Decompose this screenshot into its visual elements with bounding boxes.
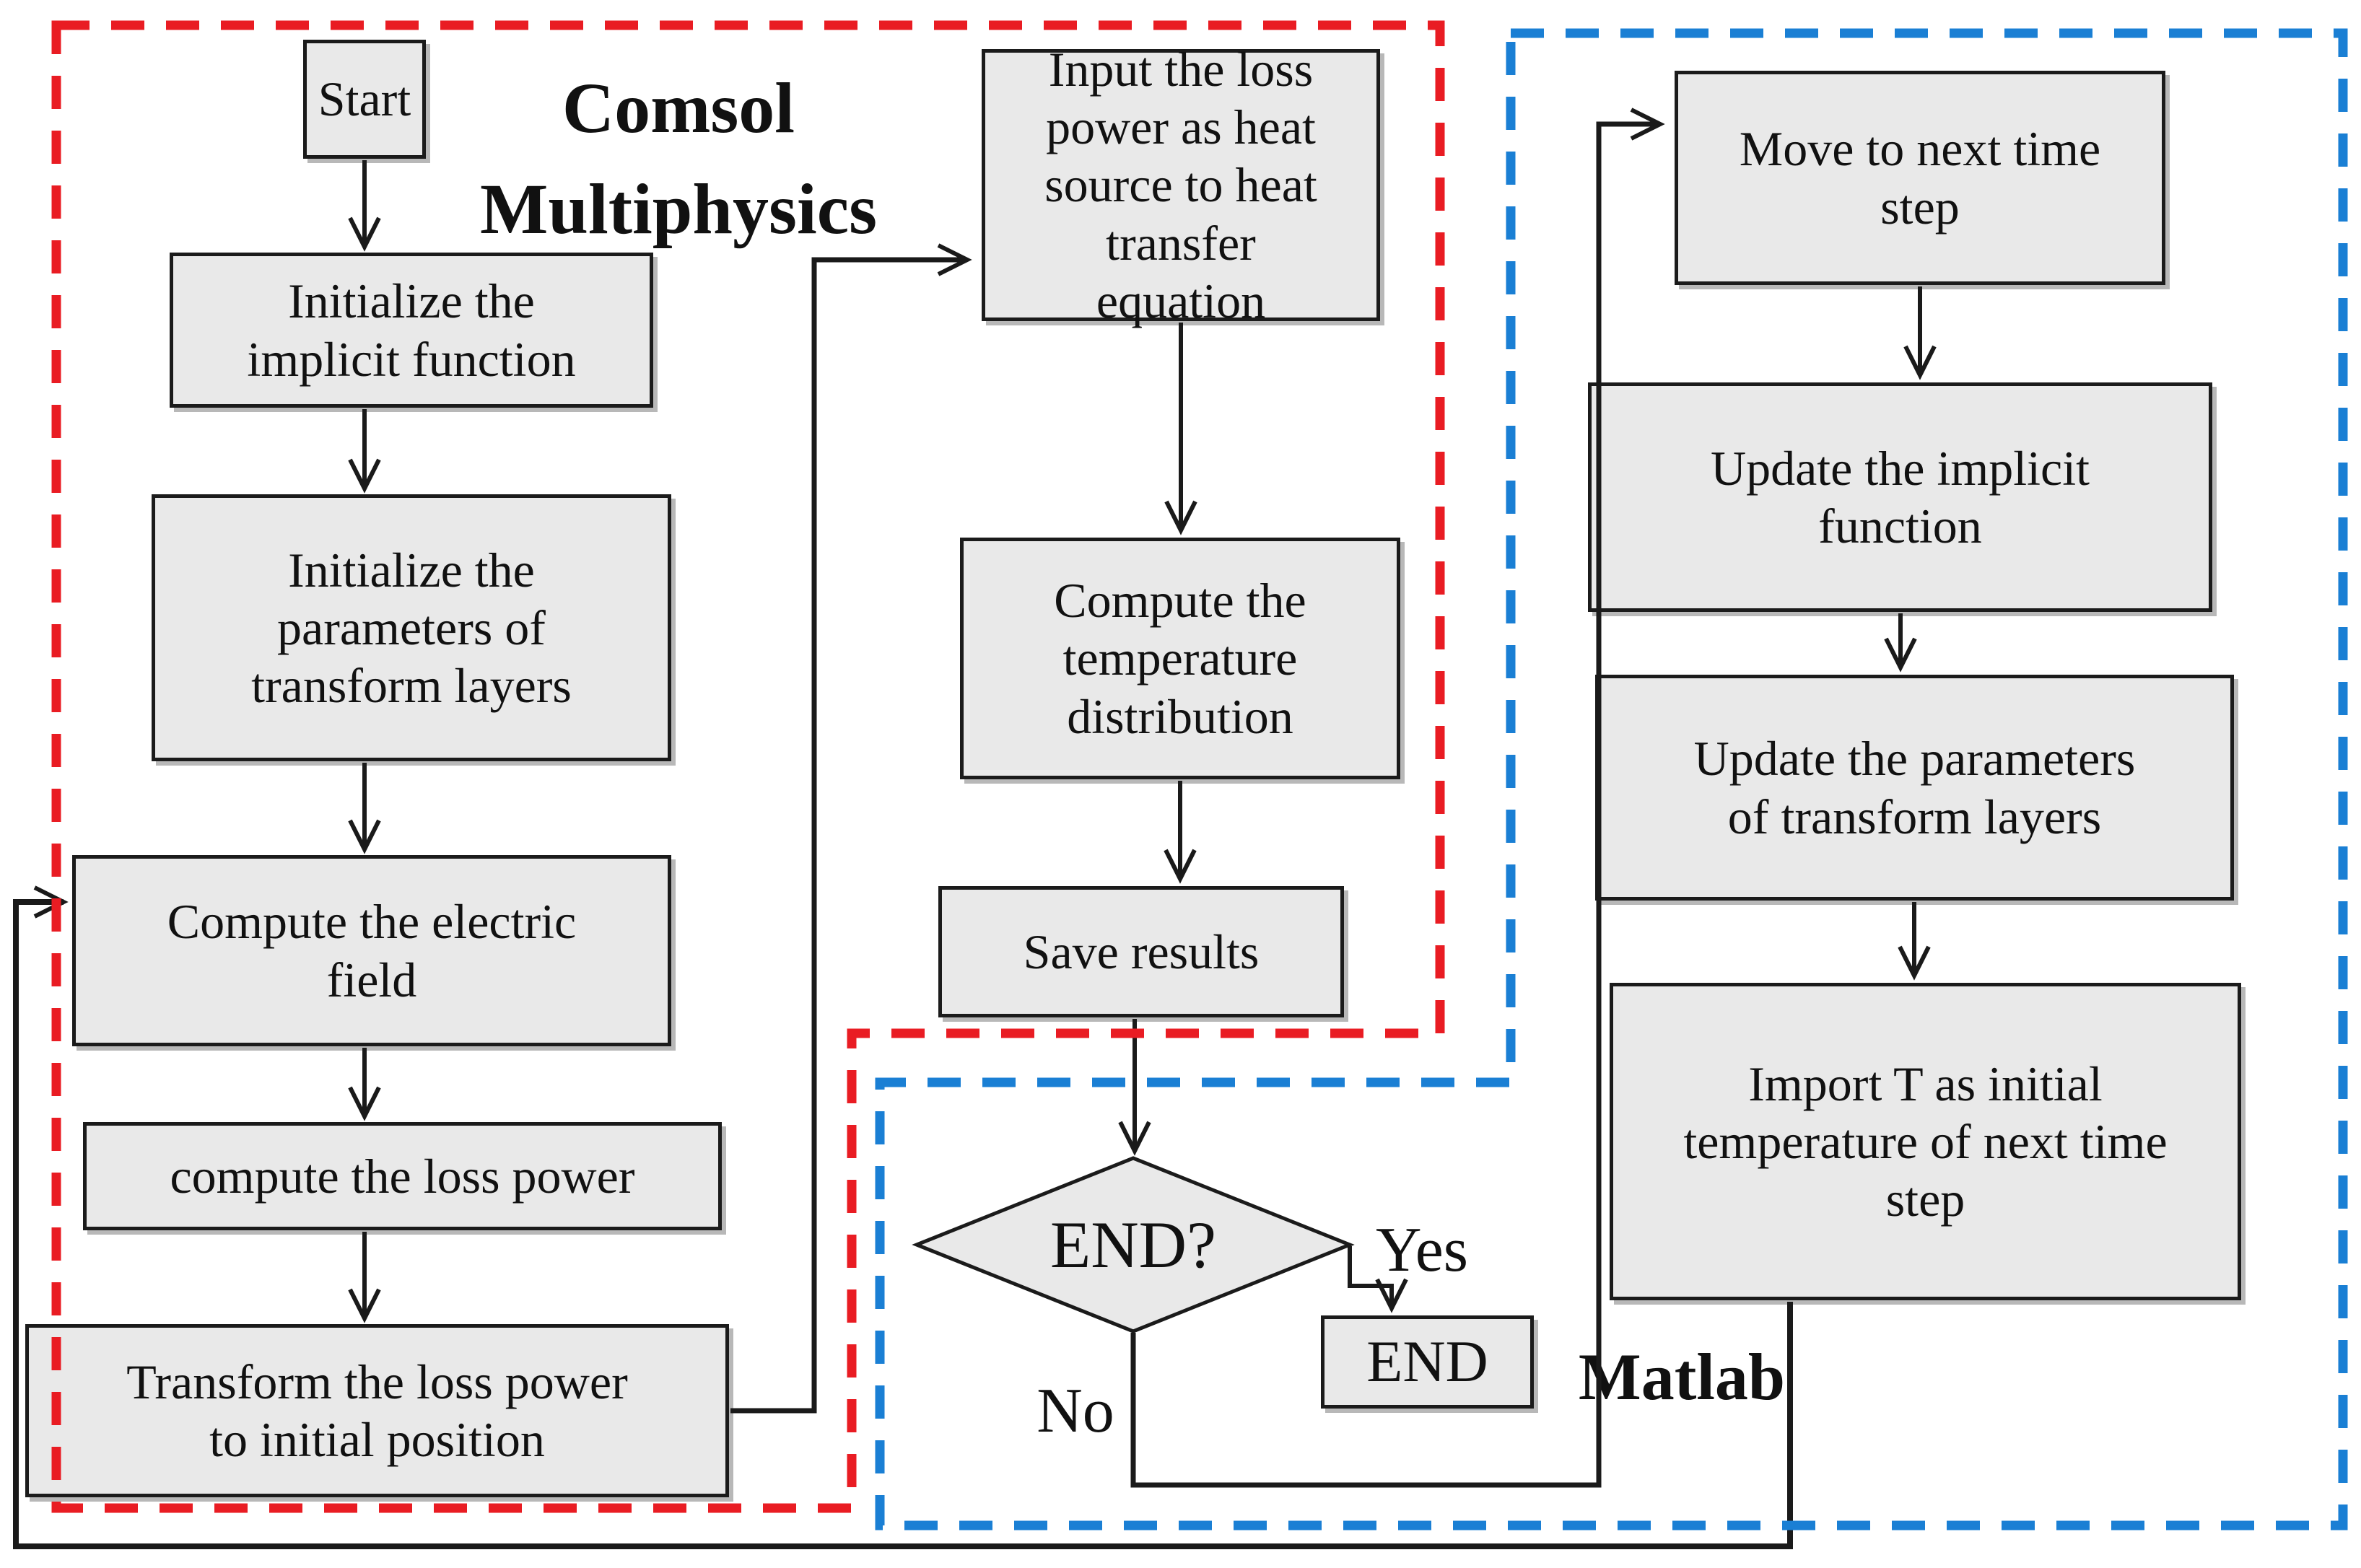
node-compute-electric-field: Compute the electric field [72, 855, 671, 1046]
node-end: END [1321, 1315, 1534, 1409]
branch-label-yes: Yes [1375, 1214, 1469, 1285]
node-compute-loss-power: compute the loss power [83, 1122, 722, 1230]
branch-label-no: No [1037, 1375, 1114, 1446]
node-compute-temperature: Compute the temperature distribution [960, 538, 1400, 779]
node-update-parameters: Update the parameters of transform layer… [1595, 675, 2234, 901]
node-transform-loss-power: Transform the loss power to initial posi… [25, 1324, 729, 1497]
node-initialize-implicit: Initialize the implicit function [170, 253, 653, 408]
node-import-temperature: Import T as initial temperature of next … [1610, 983, 2241, 1300]
node-input-loss-power: Input the loss power as heat source to h… [982, 42, 1380, 328]
end-decision-label: END? [1050, 1208, 1216, 1282]
region-title-matlab: Matlab [1578, 1340, 1786, 1414]
node-move-next-time-step: Move to next time step [1675, 71, 2165, 285]
node-update-implicit: Update the implicit function [1588, 382, 2212, 612]
region-title-comsol-multiphysics: Comsol Multiphysics [479, 68, 878, 249]
node-initialize-parameters: Initialize the parameters of transform l… [152, 494, 671, 761]
node-save-results: Save results [938, 886, 1344, 1017]
